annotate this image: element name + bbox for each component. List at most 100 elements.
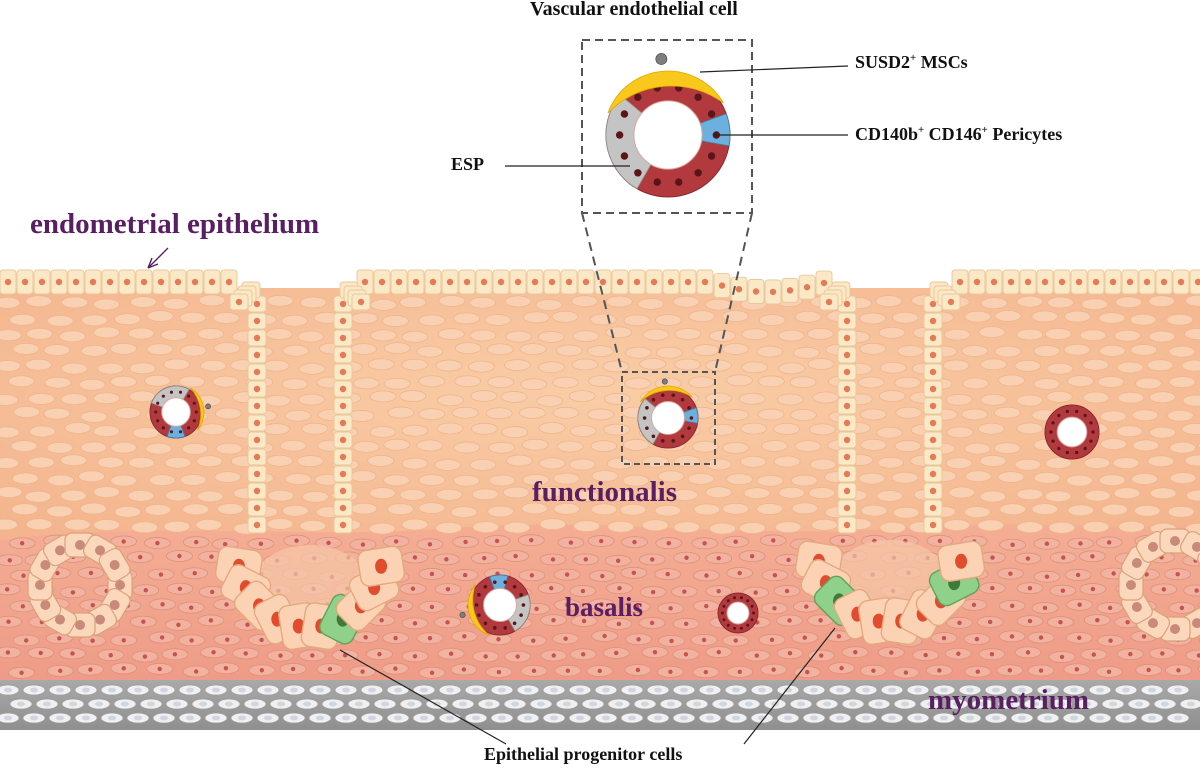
stromal-cell — [709, 522, 737, 535]
stromal-cell — [60, 362, 88, 375]
stromal-cell — [1148, 330, 1176, 343]
stromal-nucleus — [1027, 585, 1033, 591]
stromal-nucleus — [1175, 572, 1180, 577]
stromal-nucleus — [379, 618, 384, 623]
stromal-nucleus — [143, 588, 148, 593]
stromal-cell — [1183, 584, 1200, 597]
stromal-cell — [691, 440, 719, 453]
vessel-nucleus — [187, 426, 191, 430]
stromal-nucleus — [1128, 651, 1133, 657]
myometrium-nucleus — [524, 687, 532, 693]
left-gland-section-nucleus — [55, 545, 65, 556]
stromal-cell — [777, 329, 805, 342]
stromal-cell — [369, 487, 396, 499]
stromal-cell — [962, 377, 989, 390]
stromal-nucleus — [462, 634, 467, 639]
stromal-cell — [110, 342, 137, 355]
stromal-nucleus — [4, 587, 10, 592]
stromal-cell — [622, 439, 650, 451]
stromal-cell — [267, 489, 295, 502]
stromal-cell — [1115, 296, 1143, 309]
stromal-cell — [1149, 487, 1177, 500]
susd2-msc — [467, 584, 490, 636]
stromal-cell — [1181, 423, 1200, 435]
epithelial-nucleus — [843, 368, 851, 376]
stromal-cell — [128, 390, 156, 403]
stromal-cell — [80, 441, 108, 454]
stromal-cell — [860, 438, 888, 451]
myometrium-nucleus — [17, 701, 25, 707]
stromal-cell — [1166, 313, 1194, 326]
stromal-cell — [943, 519, 971, 532]
stromal-cell — [774, 521, 802, 534]
stromal-cell — [555, 344, 583, 357]
stromal-cell — [878, 390, 906, 402]
vessel-functionalis-center — [637, 378, 699, 449]
myometrium-nucleus — [472, 715, 480, 721]
stromal-nucleus — [444, 557, 449, 562]
stromal-nucleus — [121, 638, 126, 643]
epithelial-nucleus — [956, 278, 964, 286]
vessel-nucleus — [1075, 409, 1079, 414]
stromal-cell — [1098, 474, 1126, 487]
stromal-cell — [722, 343, 749, 355]
stromal-nucleus — [90, 602, 95, 608]
stromal-cell — [740, 422, 768, 435]
stromal-nucleus — [188, 605, 194, 610]
epithelial-nucleus — [735, 286, 743, 293]
stromal-cell — [572, 330, 600, 343]
left-gland-section-nucleus — [55, 614, 65, 625]
stromal-cell — [266, 294, 294, 307]
epithelial-nucleus — [72, 278, 80, 286]
vessel-nucleus — [483, 621, 488, 626]
vessel-nucleus — [169, 390, 174, 394]
stromal-cell — [672, 295, 700, 308]
stromal-cell — [26, 327, 54, 340]
vessel-nucleus — [653, 178, 661, 186]
stromal-nucleus — [599, 538, 604, 544]
stromal-cell — [773, 422, 801, 435]
stromal-cell — [1129, 313, 1157, 326]
myometrium-nucleus — [407, 701, 415, 707]
stromal-cell — [808, 487, 836, 499]
stromal-cell — [539, 518, 567, 530]
stromal-cell — [1148, 295, 1175, 308]
stromal-cell — [61, 296, 89, 309]
vessel-nucleus — [1075, 450, 1079, 455]
stromal-nucleus — [1196, 653, 1200, 658]
stromal-cell — [127, 489, 155, 502]
stromal-cell — [688, 376, 716, 389]
stromal-nucleus — [1108, 638, 1113, 643]
stromal-nucleus — [871, 668, 876, 673]
stromal-nucleus — [975, 669, 981, 674]
stromal-cell — [78, 470, 105, 483]
stromal-cell — [1016, 394, 1044, 407]
vessel-nucleus — [722, 604, 726, 608]
stromal-cell — [875, 426, 903, 439]
stromal-cell — [1133, 504, 1161, 517]
stromal-nucleus — [176, 622, 181, 628]
stromal-cell — [1185, 294, 1200, 307]
stromal-cell — [894, 440, 922, 452]
stromal-cell — [281, 378, 309, 390]
myometrium-nucleus — [810, 687, 818, 693]
right-gland-section-nucleus — [1126, 580, 1136, 590]
stromal-cell — [522, 473, 550, 486]
stromal-cell — [78, 378, 106, 391]
vessel-nucleus — [1083, 413, 1087, 418]
myometrium-nucleus — [563, 701, 571, 707]
stromal-cell — [571, 358, 599, 371]
stromal-cell — [1016, 328, 1044, 341]
stromal-nucleus — [360, 542, 366, 547]
gland-nucleus — [955, 553, 968, 569]
stromal-cell — [145, 442, 173, 455]
stromal-cell — [602, 360, 630, 373]
stromal-cell — [607, 520, 635, 533]
stromal-cell — [1079, 329, 1107, 342]
stromal-cell — [756, 474, 784, 487]
stromal-cell — [163, 520, 191, 533]
stromal-cell — [1147, 455, 1175, 468]
stromal-cell — [1100, 438, 1128, 451]
stromal-cell — [569, 425, 597, 438]
stromal-cell — [60, 393, 88, 406]
